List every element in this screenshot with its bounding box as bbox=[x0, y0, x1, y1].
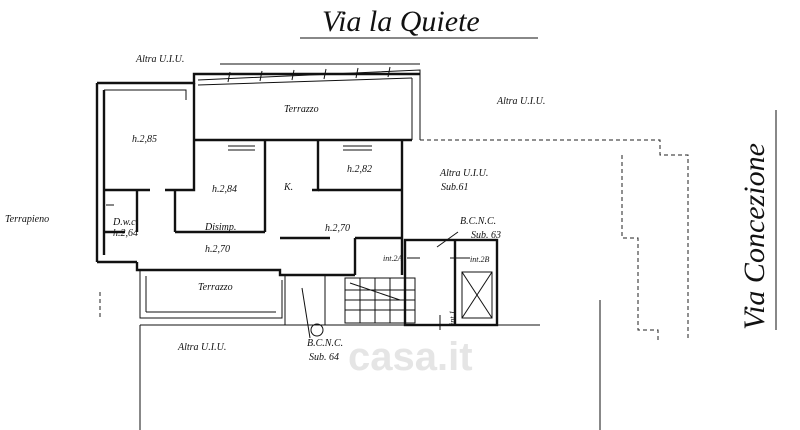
label-altra-uiu-top-right: Altra U.I.U. bbox=[496, 96, 545, 107]
label-disimp: Disimp. bbox=[204, 222, 236, 233]
watermark-casa-it: casa.it bbox=[348, 335, 473, 379]
label-int2b: int.2B bbox=[470, 255, 489, 264]
terrazzo-bottom-walls bbox=[139, 270, 283, 319]
stairwell bbox=[284, 274, 416, 326]
label-sub61-name: Altra U.I.U. bbox=[439, 168, 488, 179]
label-dwc: D.w.c. bbox=[112, 217, 138, 228]
markers bbox=[301, 231, 470, 339]
label-altra-uiu-top-left: Altra U.I.U. bbox=[135, 54, 184, 65]
street-via-la-quiete: Via la Quiete bbox=[322, 5, 480, 38]
label-int2a: int.2A bbox=[383, 254, 402, 263]
label-kitchen: K. bbox=[283, 182, 293, 193]
label-room-h282: h.2,82 bbox=[347, 164, 372, 175]
label-terrapieno: Terrapieno bbox=[5, 214, 49, 225]
label-sub61: Sub.61 bbox=[441, 182, 469, 193]
label-terrazzo-top: Terrazzo bbox=[284, 104, 319, 115]
label-room-h270: h.2,70 bbox=[325, 223, 350, 234]
label-room-h284: h.2,84 bbox=[212, 184, 237, 195]
elevator-shaft bbox=[403, 238, 540, 327]
label-room-h285: h.2,85 bbox=[132, 134, 157, 145]
label-bcnc64-name: B.C.N.C. bbox=[307, 338, 343, 349]
label-disimp-height: h.2,70 bbox=[205, 244, 230, 255]
street-via-concezione: Via Concezione bbox=[738, 143, 771, 330]
sub64-marker bbox=[310, 323, 324, 337]
label-altra-uiu-bottom: Altra U.I.U. bbox=[177, 342, 226, 353]
label-sub64: Sub. 64 bbox=[309, 352, 339, 363]
label-dwc-height: h.2,64 bbox=[113, 228, 138, 239]
label-bcnc63-name: B.C.N.C. bbox=[460, 216, 496, 227]
label-sub63: Sub. 63 bbox=[471, 230, 501, 241]
neighbour-outlines bbox=[99, 63, 689, 430]
apartment-walls bbox=[95, 66, 421, 277]
label-terrazzo-bottom: Terrazzo bbox=[198, 282, 233, 293]
label-int1: int.1 bbox=[448, 311, 457, 325]
